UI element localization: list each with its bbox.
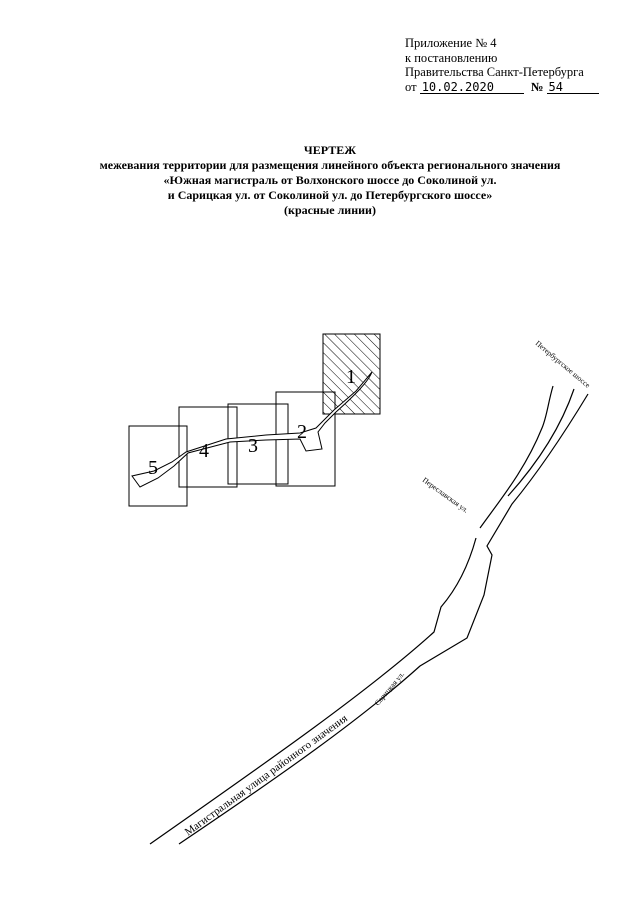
- title-line-4: (красные линии): [284, 203, 376, 217]
- drawing-title: ЧЕРТЕЖ межевания территории для размещен…: [60, 143, 600, 218]
- road-outer-edge: [178, 393, 589, 845]
- label-pereslavskaya: Переславская ул.: [421, 475, 470, 514]
- title-line-3: и Сарицкая ул. от Соколиной ул. до Петер…: [167, 188, 493, 202]
- sheet-number-4: 4: [199, 440, 209, 462]
- territory-outline: [131, 371, 373, 488]
- title-line-2: «Южная магистраль от Волхонского шоссе д…: [163, 173, 497, 187]
- government-name: Правительства Санкт-Петербурга: [405, 65, 584, 79]
- resolution-ref: к постановлению: [405, 50, 498, 65]
- title-line-1: межевания территории для размещения лине…: [99, 158, 561, 172]
- sheet-5-frame: [128, 425, 188, 507]
- appendix-header: Приложение № 4 к постановлению Правитель…: [405, 36, 599, 94]
- road-inner-edge: [149, 537, 477, 845]
- petersburg-highway-edge: [479, 385, 554, 529]
- from-label: от: [405, 79, 417, 94]
- label-saritskaya: Сарицкая ул.: [373, 670, 407, 708]
- resolution-number: 54: [546, 81, 599, 94]
- sheet-number-2: 2: [297, 421, 307, 443]
- sheet-4-frame: [178, 406, 238, 488]
- sheet-3-frame: [227, 403, 289, 485]
- label-petersburg-highway: Петербургское шоссе: [534, 339, 593, 390]
- appendix-number: Приложение № 4: [405, 36, 497, 50]
- date-number-line: от 10.02.2020 № 54: [405, 80, 599, 95]
- number-label: №: [530, 79, 544, 94]
- road-branch-edge: [507, 388, 575, 497]
- title-heading: ЧЕРТЕЖ: [303, 143, 357, 157]
- sheet-number-5: 5: [148, 457, 158, 479]
- resolution-date: 10.02.2020: [419, 81, 524, 94]
- label-main-street: Магистральная улица районного значения: [183, 712, 350, 838]
- sheet-number-3: 3: [248, 435, 258, 457]
- sheet-number-1: 1: [346, 366, 356, 388]
